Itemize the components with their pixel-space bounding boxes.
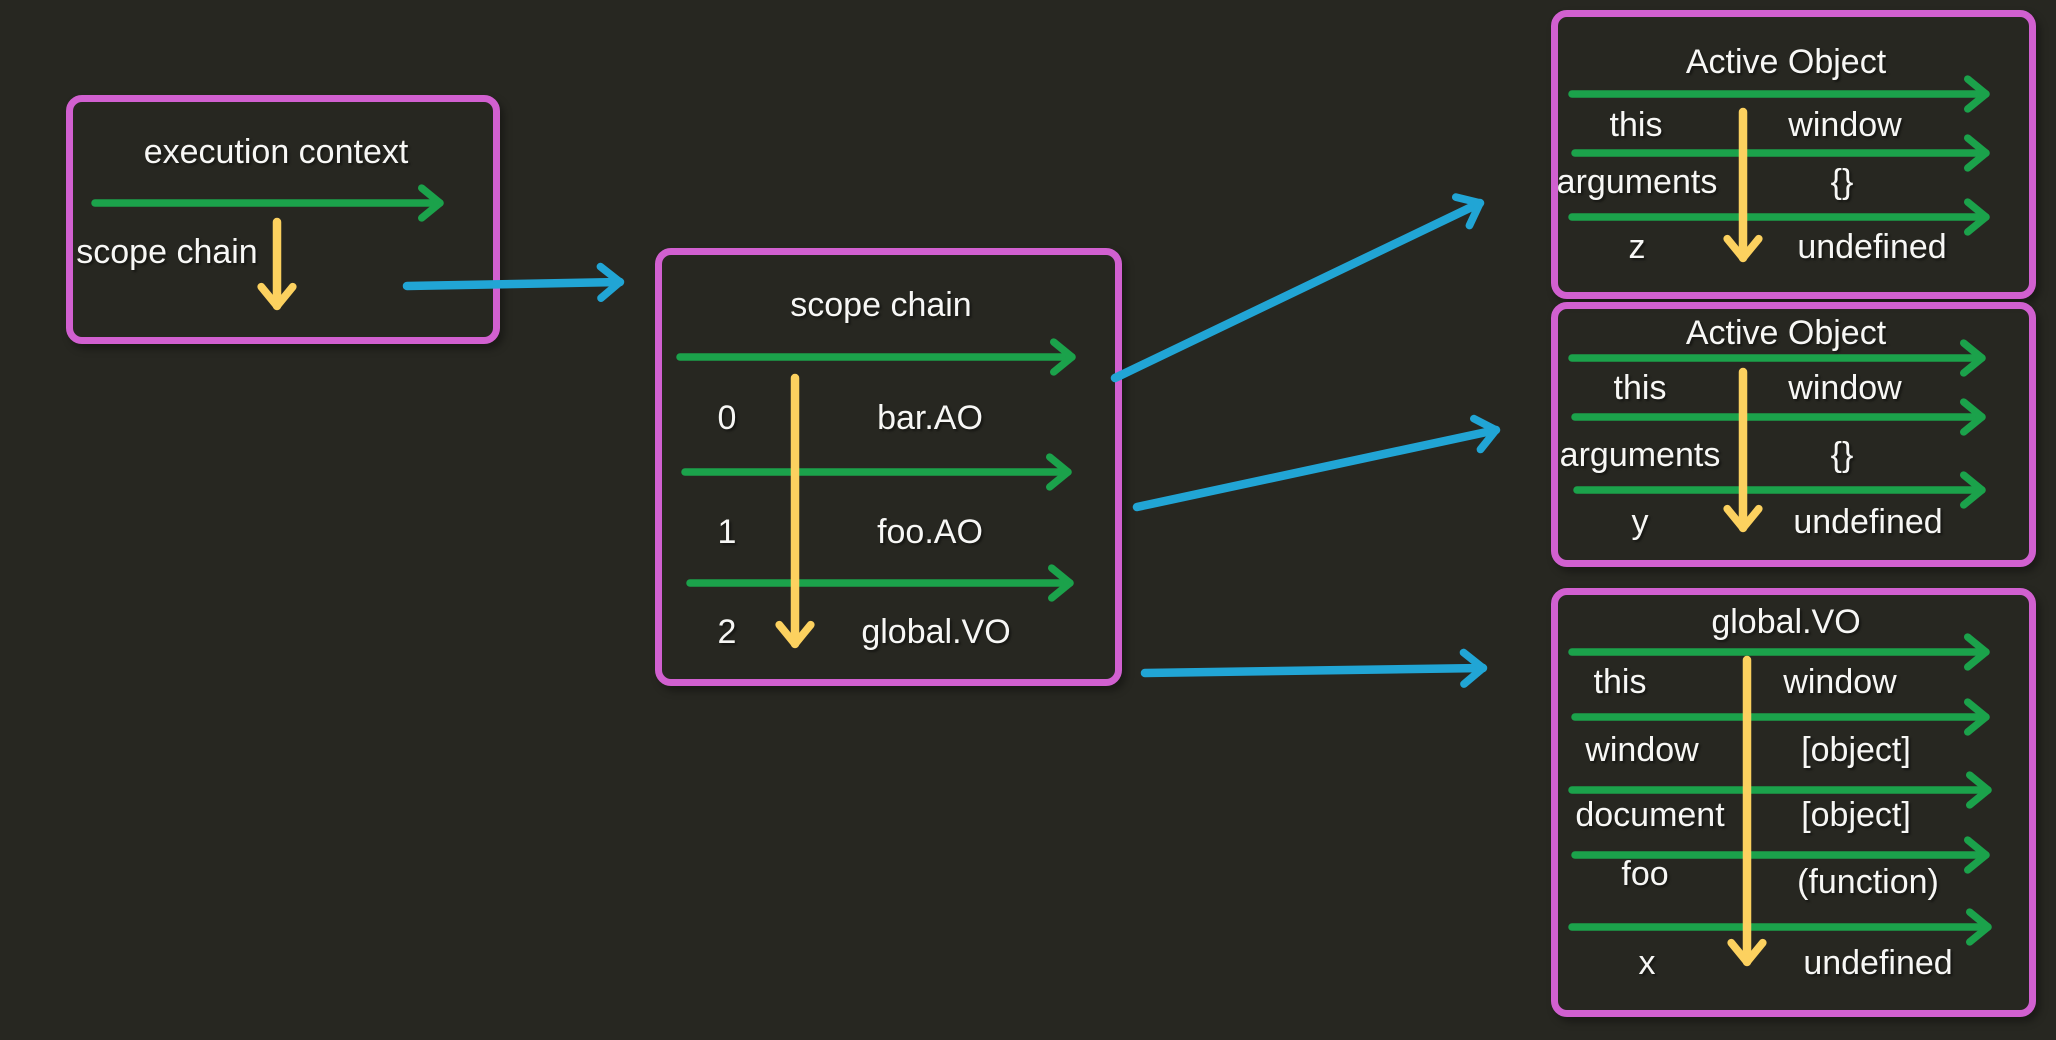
gvo-row-x-key: x xyxy=(1638,944,1656,982)
ao-foo-row-arguments-key: arguments xyxy=(1559,436,1721,474)
ao-foo-row-this-value: window xyxy=(1788,369,1902,407)
active-object-bar-title: Active Object xyxy=(1685,43,1887,81)
execution-context-box xyxy=(66,95,500,344)
global-vo-title: global.VO xyxy=(1711,603,1861,641)
ao-bar-row-this-key: this xyxy=(1609,106,1663,144)
active-object-foo-box xyxy=(1551,302,2036,567)
global-vo-box xyxy=(1551,588,2036,1017)
scope-chain-row-1-value: foo.AO xyxy=(877,513,983,551)
gvo-row-document-value: [object] xyxy=(1801,796,1911,834)
scope-chain-row-2-value: global.VO xyxy=(861,613,1011,651)
ao-foo-row-y-key: y xyxy=(1631,503,1649,541)
gvo-row-window-key: window xyxy=(1585,731,1699,769)
ao-bar-row-this-value: window xyxy=(1788,106,1902,144)
scope-chain-title: scope chain xyxy=(790,286,972,324)
blue-arrow-sc2-to-global-vo xyxy=(1140,648,1488,688)
ao-bar-row-arguments-key: arguments xyxy=(1556,163,1718,201)
execution-context-title: execution context xyxy=(143,133,409,171)
blue-arrow-sc1-to-foo-ao xyxy=(1132,414,1501,512)
ao-bar-row-arguments-value: {} xyxy=(1830,163,1854,201)
ao-foo-row-y-value: undefined xyxy=(1793,503,1943,541)
ao-foo-row-this-key: this xyxy=(1613,369,1667,407)
gvo-row-x-value: undefined xyxy=(1803,944,1953,982)
gvo-row-document-key: document xyxy=(1575,796,1725,834)
ao-bar-row-z-key: z xyxy=(1628,228,1646,266)
scope-chain-row-0-value: bar.AO xyxy=(877,399,983,437)
gvo-row-window-value: [object] xyxy=(1801,731,1911,769)
gvo-row-this-value: window xyxy=(1783,663,1897,701)
ao-foo-row-arguments-value: {} xyxy=(1830,436,1854,474)
blue-arrow-sc0-to-bar-ao xyxy=(1110,193,1485,383)
active-object-foo-title: Active Object xyxy=(1685,314,1887,352)
scope-chain-box xyxy=(655,248,1122,686)
gvo-row-foo-key: foo xyxy=(1621,855,1669,893)
gvo-row-foo-value: (function) xyxy=(1797,863,1939,901)
active-object-bar-box xyxy=(1551,10,2036,299)
scope-chain-row-0-index: 0 xyxy=(717,399,737,437)
scope-chain-row-2-index: 2 xyxy=(717,613,737,651)
scope-chain-row-1-index: 1 xyxy=(717,513,737,551)
ao-bar-row-z-value: undefined xyxy=(1797,228,1947,266)
scope-chain-label: scope chain xyxy=(76,233,258,271)
gvo-row-this-key: this xyxy=(1593,663,1647,701)
